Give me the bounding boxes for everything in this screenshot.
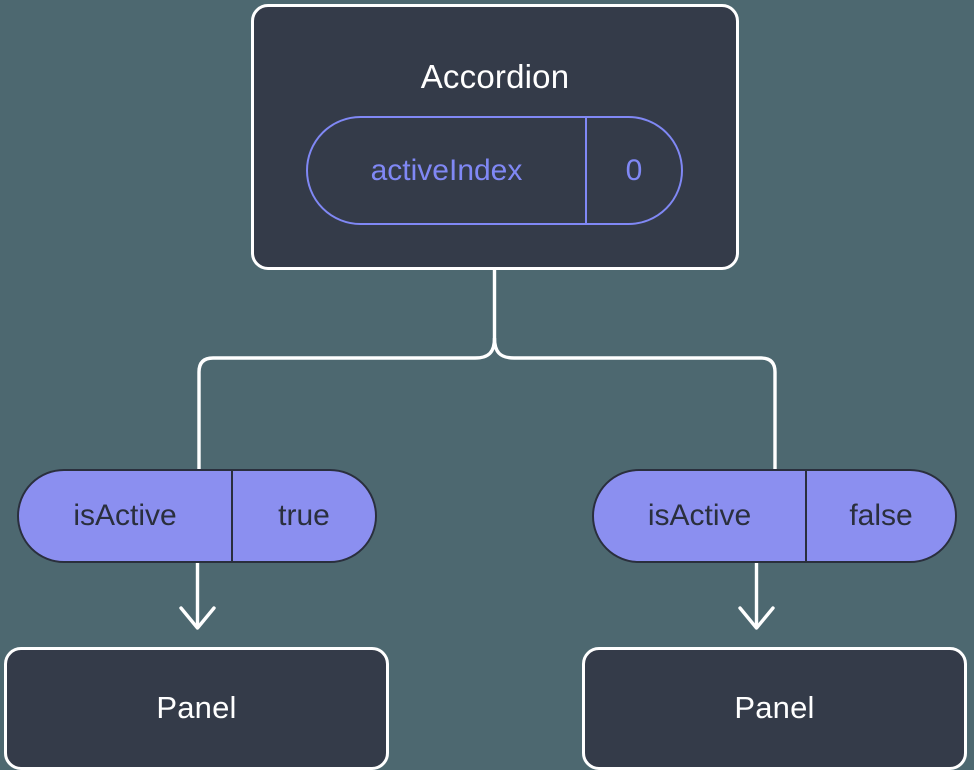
arrow-right-pill-to-panel — [738, 563, 775, 630]
connector-branch-left — [197, 337, 497, 470]
prop-pill-value: false — [849, 499, 913, 532]
accordion-title: Accordion — [420, 58, 570, 95]
arrow-left-pill-to-panel — [179, 563, 216, 630]
panel-component-node-left[interactable]: Panel — [4, 647, 389, 770]
state-pill-activeindex[interactable]: activeIndex 0 — [306, 116, 683, 225]
prop-pill-key: isActive — [594, 471, 807, 561]
state-pill-key: activeIndex — [308, 118, 587, 223]
prop-pill-value: true — [278, 499, 330, 532]
prop-pill-isactive-false[interactable]: isActive false — [592, 469, 957, 563]
panel-title-right: Panel — [734, 689, 815, 725]
prop-pill-key: isActive — [19, 471, 233, 561]
panel-component-node-right[interactable]: Panel — [582, 647, 967, 770]
state-pill-value: 0 — [625, 153, 643, 187]
panel-title-left: Panel — [156, 689, 237, 725]
connector-branch-right — [492, 337, 777, 470]
prop-pill-isactive-true[interactable]: isActive true — [17, 469, 377, 563]
